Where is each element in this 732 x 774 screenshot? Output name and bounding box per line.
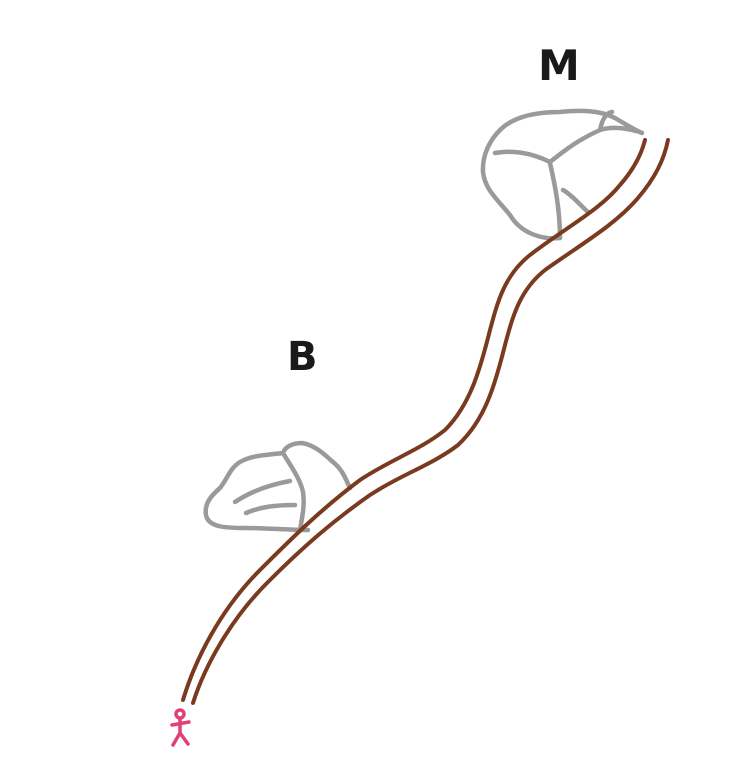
mountain-rock-crack-3 bbox=[560, 187, 591, 215]
boulder-rock-crack-1 bbox=[232, 478, 293, 505]
trail-icon bbox=[181, 138, 670, 705]
mountain-rock-outline bbox=[480, 108, 645, 241]
trail-right-edge bbox=[191, 138, 670, 705]
stick-figure-icon bbox=[170, 708, 191, 747]
mountain-rock-crack-2 bbox=[597, 109, 615, 133]
mountain-rock-ridge bbox=[492, 125, 643, 165]
boulder-rock-outline bbox=[203, 440, 353, 533]
boulder-rock-crack-2 bbox=[243, 502, 298, 516]
boulder-rock-icon bbox=[203, 440, 353, 533]
mountain-rock-crack-1 bbox=[547, 160, 563, 241]
boulder-rock-ridge bbox=[280, 450, 306, 533]
mountain-rock-icon bbox=[480, 108, 645, 241]
trail-left-edge bbox=[181, 138, 647, 702]
boulder-label: B bbox=[287, 334, 318, 380]
mountain-label: M bbox=[538, 41, 580, 90]
stick-figure-legs bbox=[171, 729, 190, 747]
